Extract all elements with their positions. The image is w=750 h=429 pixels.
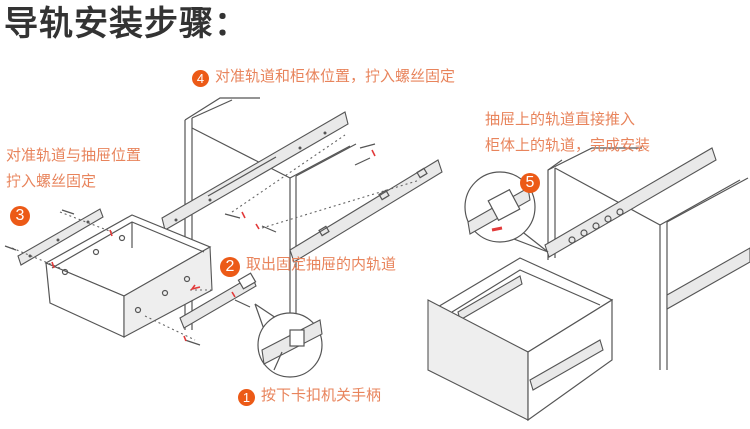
step-1-label: 1 按下卡扣机关手柄: [238, 384, 381, 406]
step-5-badge-wrap: 5: [520, 169, 546, 193]
step-2-text: 取出固定抽屉的内轨道: [246, 255, 397, 273]
step-4-label: 4 对准轨道和柜体位置，拧入螺丝固定: [192, 65, 455, 87]
step-5-text-line-1: 抽屉上的轨道直接推入: [485, 110, 636, 128]
detail-magnifier-release-lever: [254, 303, 323, 378]
drawer-finished-illustration: [427, 257, 614, 422]
step-5-text-line-2: 柜体上的轨道，完成安装: [485, 136, 651, 154]
step-2-badge: 2: [220, 257, 240, 277]
drawer-box-illustration: [44, 214, 213, 338]
page-title: 导轨安装步骤：: [4, 4, 249, 44]
cabinet-rail-upper: [161, 111, 349, 231]
step-5-label: 抽屉上的轨道直接推入 柜体上的轨道，完成安装: [485, 106, 650, 158]
drawer-rail-left: [17, 208, 104, 266]
step-4-badge: 4: [192, 70, 209, 87]
drawer-rail-right: [179, 272, 257, 329]
step-3-badge: 3: [10, 206, 30, 226]
step-3-label: 对准轨道与抽屉位置 拧入螺丝固定: [6, 142, 141, 194]
detail-magnifier-push-in: [464, 171, 549, 253]
step-4-text: 对准轨道和柜体位置，拧入螺丝固定: [215, 67, 456, 85]
step-2-label: 2 取出固定抽屉的内轨道: [220, 253, 396, 277]
step-5-badge: 5: [520, 173, 540, 193]
step-3-text-line-1: 对准轨道与抽屉位置: [6, 146, 142, 164]
cabinet-right-illustration: [544, 147, 750, 370]
step-3-badge-wrap: 3: [10, 202, 36, 226]
cabinet-rail-lower: [289, 159, 443, 263]
step-1-badge: 1: [238, 389, 255, 406]
step-1-text: 按下卡扣机关手柄: [261, 386, 382, 404]
step-3-text-line-2: 拧入螺丝固定: [6, 172, 97, 190]
